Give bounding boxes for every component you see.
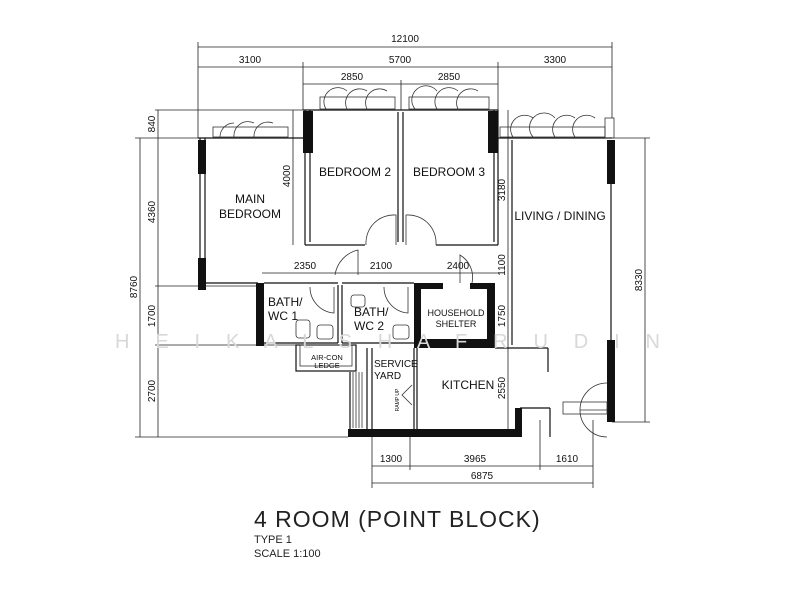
room-bath2-line2: WC 2 bbox=[354, 319, 384, 333]
room-shelter-line2: SHELTER bbox=[436, 319, 477, 329]
dim-1100: 1100 bbox=[497, 254, 508, 276]
windows bbox=[212, 85, 606, 138]
room-kitchen: KITCHEN bbox=[442, 378, 495, 392]
room-bath1-line2: WC 1 bbox=[268, 309, 298, 323]
watermark: H E I K A L S H A F R U D I N bbox=[115, 331, 660, 353]
dimension-lines bbox=[135, 42, 650, 488]
dim-1700: 1700 bbox=[147, 304, 158, 327]
dim-2700: 2700 bbox=[147, 379, 158, 402]
dim-2100: 2100 bbox=[370, 261, 393, 272]
dim-top-middle: 5700 bbox=[389, 55, 412, 66]
dim-bedroom3: 2850 bbox=[438, 72, 461, 83]
dim-2550: 2550 bbox=[497, 376, 508, 399]
doors bbox=[309, 214, 608, 438]
dim-4360: 4360 bbox=[147, 200, 158, 223]
dim-840: 840 bbox=[147, 115, 158, 132]
plan-type: TYPE 1 bbox=[254, 534, 292, 546]
room-service-yard-line2: YARD bbox=[374, 371, 401, 382]
room-aircon-line1: AIR-CON bbox=[311, 353, 343, 362]
dim-8760: 8760 bbox=[129, 275, 140, 298]
ramp-up-label: RAMP UP bbox=[395, 388, 401, 411]
room-shelter-line1: HOUSEHOLD bbox=[427, 308, 485, 318]
room-bedroom-2: BEDROOM 2 bbox=[319, 165, 391, 179]
room-bath2-line1: BATH/ bbox=[354, 305, 389, 319]
dim-3180: 3180 bbox=[497, 178, 508, 201]
fixtures bbox=[295, 294, 410, 340]
room-bath1-line1: BATH/ bbox=[268, 295, 303, 309]
dim-1610: 1610 bbox=[556, 454, 579, 465]
dim-bedroom2: 2850 bbox=[341, 72, 364, 83]
room-main-bedroom-line2: BEDROOM bbox=[219, 207, 281, 221]
dim-8330: 8330 bbox=[634, 268, 645, 291]
dim-1300: 1300 bbox=[380, 454, 403, 465]
dim-2350: 2350 bbox=[294, 261, 317, 272]
room-bedroom-3: BEDROOM 3 bbox=[413, 165, 485, 179]
dim-6875: 6875 bbox=[471, 471, 494, 482]
room-service-yard-line1: SERVICE bbox=[374, 359, 418, 370]
plan-title: 4 ROOM (POINT BLOCK) bbox=[254, 506, 541, 532]
plan-scale: SCALE 1:100 bbox=[254, 548, 321, 560]
dim-1750: 1750 bbox=[497, 304, 508, 327]
room-living-dining: LIVING / DINING bbox=[514, 209, 605, 223]
walls bbox=[198, 109, 615, 437]
dim-top-left: 3100 bbox=[239, 55, 262, 66]
room-aircon-line2: LEDGE bbox=[314, 361, 339, 370]
dim-overall: 12100 bbox=[391, 34, 419, 45]
room-main-bedroom-line1: MAIN bbox=[235, 192, 265, 206]
dim-2400: 2400 bbox=[447, 261, 470, 272]
dim-top-right: 3300 bbox=[544, 55, 567, 66]
dim-4000: 4000 bbox=[282, 164, 293, 187]
dim-3965: 3965 bbox=[464, 454, 487, 465]
